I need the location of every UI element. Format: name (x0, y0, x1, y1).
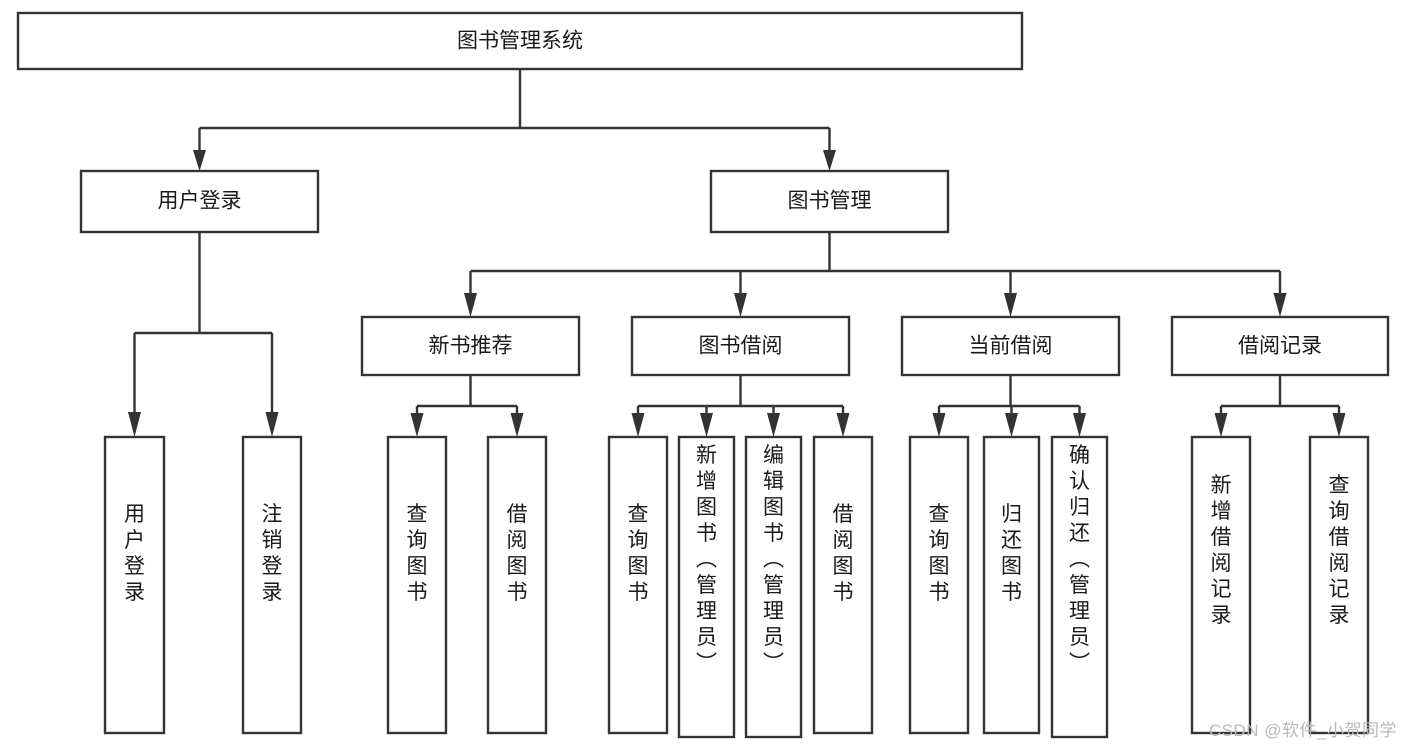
arrowhead-leaf-return-book (1005, 413, 1018, 437)
arrowhead-leaf-query-book-1 (410, 413, 424, 437)
node-leaf-query-book-1[interactable]: 查询图书 (386, 435, 448, 735)
arrowhead-current-borrow (1004, 293, 1017, 317)
arrowhead-leaf-add-book (700, 413, 713, 437)
connector-layer (128, 69, 1346, 437)
node-leaf-return-book-label: 归还图书 (1001, 503, 1022, 604)
arrowhead-leaf-add-record (1214, 413, 1228, 437)
node-leaf-query-book-2[interactable]: 查询图书 (607, 435, 669, 735)
node-current-borrow-box[interactable] (900, 315, 1121, 377)
arrowhead-leaf-user-logout (265, 412, 279, 437)
arrowhead-user-login (193, 150, 206, 171)
node-leaf-add-book[interactable]: 新增图书︵管理员︶ (677, 435, 736, 739)
arrowhead-book-borrow (734, 293, 747, 317)
node-leaf-add-book-label: 新增图书︵管理员︶ (696, 444, 717, 675)
node-leaf-confirm-return[interactable]: 确认归还︵管理员︶ (1050, 435, 1109, 739)
node-leaf-borrow-book-2-label: 借阅图书 (833, 503, 854, 604)
arrowhead-leaf-query-record (1332, 413, 1346, 437)
node-leaf-query-book-2-label: 查询图书 (628, 503, 649, 604)
arrowhead-book-manage (823, 150, 836, 171)
node-root[interactable]: 图书管理系统 (16, 11, 1024, 71)
node-book-borrow[interactable]: 图书借阅 (630, 315, 851, 377)
node-book-manage-box[interactable] (709, 169, 950, 234)
node-current-borrow[interactable]: 当前借阅 (900, 315, 1121, 377)
node-leaf-query-book-2-box[interactable] (607, 435, 669, 735)
node-current-borrow-label: 当前借阅 (969, 335, 1053, 358)
node-book-manage[interactable]: 图书管理 (709, 169, 950, 234)
node-leaf-add-record-box[interactable] (1190, 435, 1252, 735)
node-root-label: 图书管理系统 (457, 30, 583, 53)
arrowhead-leaf-query-book-3 (932, 413, 946, 437)
node-leaf-user-logout-box[interactable] (241, 435, 303, 735)
node-leaf-confirm-return-label: 确认归还︵管理员︶ (1069, 444, 1090, 675)
node-leaf-query-record-label: 查询借阅记录 (1329, 474, 1350, 627)
node-leaf-borrow-book-2[interactable]: 借阅图书 (812, 435, 874, 735)
node-root-box[interactable] (16, 11, 1024, 71)
arrowhead-new-book-rec (464, 293, 477, 317)
node-leaf-edit-book-box[interactable] (744, 435, 803, 739)
node-leaf-query-record-box[interactable] (1308, 435, 1370, 735)
node-leaf-return-book[interactable]: 归还图书 (982, 435, 1041, 735)
arrowhead-leaf-query-book-2 (631, 413, 645, 437)
node-leaf-user-logout[interactable]: 注销登录 (241, 435, 303, 735)
node-leaf-add-book-box[interactable] (677, 435, 736, 739)
node-book-manage-label: 图书管理 (788, 190, 872, 213)
node-leaf-query-record[interactable]: 查询借阅记录 (1308, 435, 1370, 735)
node-leaf-query-book-1-box[interactable] (386, 435, 448, 735)
arrowhead-leaf-borrow-book-1 (510, 413, 524, 437)
node-book-borrow-label: 图书借阅 (699, 335, 783, 358)
node-borrow-record[interactable]: 借阅记录 (1170, 315, 1390, 377)
node-leaf-user-logout-label: 注销登录 (262, 503, 283, 604)
csdn-watermark: CSDN @软件_小贺同学 (1208, 721, 1397, 740)
node-book-borrow-box[interactable] (630, 315, 851, 377)
node-leaf-confirm-return-box[interactable] (1050, 435, 1109, 739)
node-leaf-borrow-book-1-box[interactable] (486, 435, 548, 735)
node-borrow-record-box[interactable] (1170, 315, 1390, 377)
node-leaf-add-record-label: 新增借阅记录 (1211, 474, 1232, 627)
node-leaf-user-login-label: 用户登录 (124, 503, 145, 604)
node-leaf-query-book-3[interactable]: 查询图书 (908, 435, 970, 735)
node-new-book-rec-box[interactable] (360, 315, 581, 377)
node-leaf-borrow-book-1[interactable]: 借阅图书 (486, 435, 548, 735)
node-leaf-borrow-book-1-label: 借阅图书 (507, 503, 528, 604)
node-user-login[interactable]: 用户登录 (79, 169, 320, 234)
node-leaf-query-book-3-label: 查询图书 (929, 503, 950, 604)
node-leaf-user-login[interactable]: 用户登录 (103, 435, 166, 735)
node-leaf-borrow-book-2-box[interactable] (812, 435, 874, 735)
node-leaf-query-book-3-box[interactable] (908, 435, 970, 735)
node-layer: 图书管理系统 用户登录 图书管理 新书推荐 图书借阅 当前 (16, 11, 1390, 739)
arrowhead-borrow-record (1273, 293, 1287, 317)
node-leaf-edit-book[interactable]: 编辑图书︵管理员︶ (744, 435, 803, 739)
node-leaf-edit-book-label: 编辑图书︵管理员︶ (763, 444, 784, 675)
node-new-book-rec[interactable]: 新书推荐 (360, 315, 581, 377)
node-leaf-return-book-box[interactable] (982, 435, 1041, 735)
node-new-book-rec-label: 新书推荐 (429, 335, 513, 358)
arrowhead-leaf-confirm-return (1073, 413, 1086, 437)
node-borrow-record-label: 借阅记录 (1238, 335, 1322, 358)
node-leaf-add-record[interactable]: 新增借阅记录 (1190, 435, 1252, 735)
arrowhead-leaf-edit-book (767, 413, 780, 437)
node-user-login-label: 用户登录 (158, 190, 242, 213)
arrowhead-leaf-user-login (128, 412, 141, 437)
node-user-login-box[interactable] (79, 169, 320, 234)
node-leaf-query-book-1-label: 查询图书 (407, 503, 428, 604)
node-leaf-user-login-box[interactable] (103, 435, 166, 735)
arrowhead-leaf-borrow-book-2 (836, 413, 850, 437)
